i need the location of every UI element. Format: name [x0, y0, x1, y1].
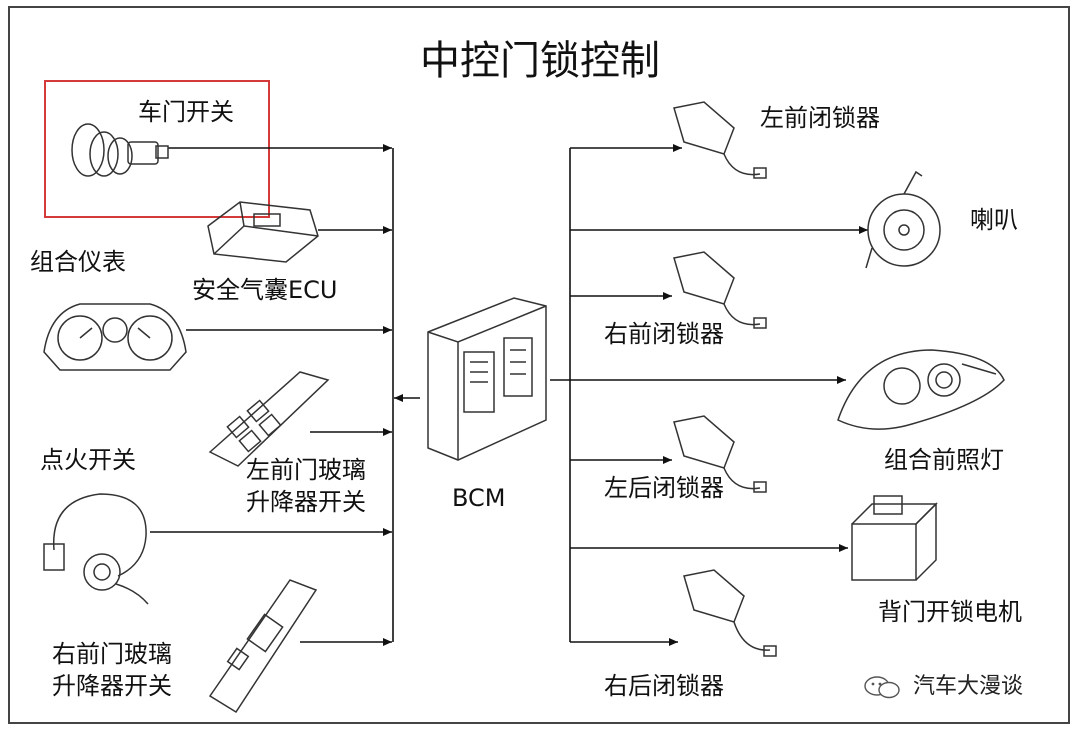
instrument-cluster-illustration [43, 303, 187, 371]
airbag-ecu-label: 安全气囊ECU [192, 276, 338, 304]
lr-lock-label: 左后闭锁器 [604, 474, 724, 502]
lf-window-switch-label-line1: 左前门玻璃 [246, 456, 366, 484]
rf-lock-label: 右前闭锁器 [604, 320, 724, 348]
lf-lock-label: 左前闭锁器 [760, 104, 880, 132]
bcm-illustration [427, 297, 547, 461]
lf-window-switch-illustration [208, 371, 330, 467]
rr-lock-illustration [683, 569, 777, 657]
diagram-title: 中控门锁控制 [420, 38, 660, 84]
rf-window-switch-label-line1: 右前门玻璃 [52, 640, 172, 668]
horn-label: 喇叭 [970, 206, 1018, 234]
headlamp-illustration [837, 349, 1005, 430]
rf-window-switch-illustration [208, 579, 318, 714]
lr-lock-illustration [673, 415, 767, 493]
wechat-icon [864, 676, 900, 699]
rr-lock-label: 右后闭锁器 [604, 672, 724, 700]
lf-window-switch-label-line2: 升降器开关 [246, 488, 366, 516]
rf-lock-illustration [673, 251, 767, 329]
headlamp-label: 组合前照灯 [884, 446, 1004, 474]
airbag-ecu-illustration [207, 201, 319, 263]
ignition-switch-illustration [43, 493, 149, 605]
tailgate-motor-label: 背门开锁电机 [878, 598, 1022, 626]
diagram-frame [8, 6, 1070, 724]
door-switch-highlight-box [44, 80, 270, 218]
horn-illustration [865, 170, 941, 269]
instrument-cluster-label: 组合仪表 [30, 248, 126, 276]
rf-window-switch-label-line2: 升降器开关 [52, 672, 172, 700]
lf-lock-illustration [673, 101, 767, 179]
door-switch-illustration [71, 123, 169, 177]
watermark: 汽车大漫谈 [862, 668, 1023, 700]
ignition-switch-label: 点火开关 [40, 446, 136, 474]
watermark-text: 汽车大漫谈 [913, 674, 1024, 699]
bcm-label: BCM [452, 484, 506, 512]
door-switch-label: 车门开关 [138, 98, 234, 126]
tailgate-motor-illustration [851, 495, 938, 581]
